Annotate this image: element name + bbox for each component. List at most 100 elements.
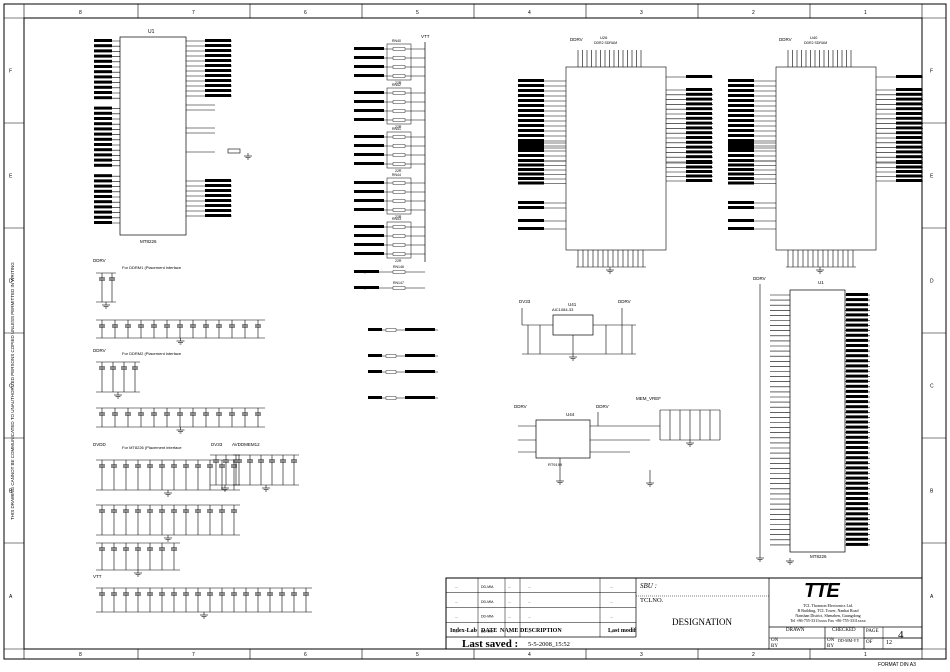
col-label-top: 8: [79, 10, 82, 16]
row-label-right: A: [930, 594, 934, 600]
vtt-part: RT9199: [548, 462, 563, 467]
rev-last: ...: [610, 628, 613, 633]
border-grid-ticks: [4, 4, 946, 659]
col-label-bottom: 5: [416, 652, 419, 658]
vtt-in-rail: DDRV: [514, 404, 527, 409]
drawn-on-label: ON: [771, 638, 779, 643]
mt8226-memory-block: U1 MT8226: [94, 29, 252, 244]
decoupling-capacitor-banks: [96, 272, 312, 619]
row-label-right: C: [930, 384, 934, 390]
of-value: 12: [886, 640, 892, 646]
reg-out-rail: DDRV: [618, 299, 631, 304]
ddr-ref: U40: [810, 35, 818, 40]
col-label-bottom: 8: [79, 652, 82, 658]
company-address: TCL Thomson Electronics Ltd. B Building,…: [788, 603, 868, 623]
rev-desc: ...: [528, 584, 531, 589]
row-label-right: F: [930, 69, 933, 75]
row-label-right: B: [930, 489, 934, 495]
rev-last: ...: [610, 584, 613, 589]
net-label: MEM_WE#: [357, 286, 373, 290]
rev-desc: ...: [528, 599, 531, 604]
col-label-top: 2: [752, 10, 755, 16]
power-regulator-block: U41 AIC1084-33 U44 RT9199 MEM_VREF DV33 …: [514, 299, 721, 487]
bank4-rail: VTT: [93, 574, 102, 579]
rev-desc: ...: [528, 614, 531, 619]
checked-on-value: DD-MM-YY: [838, 638, 860, 643]
ddr2-rail-label: DDRV: [779, 37, 792, 42]
rev-date: DD-MM-: [481, 600, 495, 604]
col-label-bottom: 2: [752, 652, 755, 658]
decoupling-title-1: For DDRM1 (Placement interface: [122, 265, 182, 270]
col-label-bottom: 4: [528, 652, 531, 658]
connector-body: [789, 289, 846, 553]
col-label-top: 5: [416, 10, 419, 16]
col-label-bottom: 6: [304, 652, 307, 658]
rn-ref: RN43: [392, 217, 401, 221]
rn-ref: RN40: [392, 39, 401, 43]
header-index: Index-Lab: [450, 628, 478, 634]
rn-ref: RN42: [392, 83, 401, 87]
tclno-label: TCLNO.: [640, 597, 664, 604]
bank2-rail: DDRV: [93, 348, 106, 353]
designation-label: DESIGNATION: [672, 617, 732, 627]
clock-resistor-block: [368, 328, 438, 400]
vref-net: MEM_VREF: [636, 396, 661, 401]
bank3-rail-b: DV33: [211, 442, 223, 447]
ddr-connector-block: U1 MT8226 DDRV: [753, 276, 870, 565]
rn-ref: RN146: [393, 265, 404, 269]
outer-border: [3, 3, 947, 660]
row-label-left: A: [9, 594, 13, 600]
col-label-top: 4: [528, 10, 531, 16]
company-logo: TTE: [804, 580, 840, 602]
bank1-rail: DDRV: [93, 258, 106, 263]
rev-name: ...: [508, 628, 511, 633]
net-label: MEM_ODT: [357, 270, 372, 274]
mt8226-body: [119, 36, 187, 236]
last-saved-value: 5-5-2008_15:52: [528, 641, 570, 648]
header-name: NAME: [500, 628, 519, 634]
rn-value: 22R: [395, 125, 402, 129]
vtt-rail-label: VTT: [421, 34, 430, 39]
vtt-ref: U44: [566, 412, 575, 417]
row-label-left: E: [9, 174, 13, 180]
last-saved-label: Last saved :: [462, 638, 519, 650]
reg-in-rail: DV33: [519, 299, 531, 304]
header-last-modif: Last modif: [608, 628, 636, 634]
connector-ref: U1: [818, 280, 824, 285]
mt8226-ref: U1: [148, 29, 155, 35]
bank3-rail: DVDD: [93, 442, 107, 447]
rev-name: ...: [508, 599, 511, 604]
confidential-side-note: THIS DRAWING CANNOT BE COMMUNICATED TO U…: [10, 262, 15, 520]
row-label-left: D: [9, 279, 13, 285]
col-label-top: 7: [192, 10, 195, 16]
rev-index: ...: [455, 584, 458, 589]
rev-desc: ...: [528, 628, 531, 633]
rev-date: DD-MM-: [481, 615, 495, 619]
decoupling-title-3: For MT8226 (Placement interface: [122, 445, 182, 450]
rn-ref: RN44: [392, 173, 401, 177]
resistor-network-block: VTT RN4022RRN4222RRN4122RRN4422RRN4322RR…: [354, 34, 430, 290]
ddr-part: DDR2 SDRAM: [594, 41, 617, 45]
row-label-left: B: [9, 489, 13, 495]
col-label-top: 6: [304, 10, 307, 16]
page-label: PAGE: [866, 629, 879, 634]
col-label-top: 3: [640, 10, 643, 16]
rn-ref: RN41: [392, 127, 401, 131]
header-date: DATE: [481, 628, 498, 634]
rev-index: ...: [455, 628, 458, 633]
company-line-2: B Building, TCL Tower, Nanhai Road: [797, 608, 859, 613]
company-line-3: Nanshan District, Shenzhen, Guangdong: [795, 613, 861, 618]
company-line-4: Tel +86-755-3311xxxx Fax +86-755-3311xxx…: [790, 618, 866, 623]
inner-border: [23, 17, 923, 650]
title-block: ... DD-MM-............ DD-MM-............ D…: [445, 577, 923, 650]
row-label-left: F: [9, 69, 12, 75]
sbu-label: SBU :: [640, 582, 657, 590]
row-label-right: D: [930, 279, 934, 285]
rn-value: 22R: [395, 81, 402, 85]
rev-date: DD-MM-: [481, 585, 495, 589]
rn-value: 22R: [395, 169, 402, 173]
checked-label: CHECKED: [832, 628, 856, 633]
